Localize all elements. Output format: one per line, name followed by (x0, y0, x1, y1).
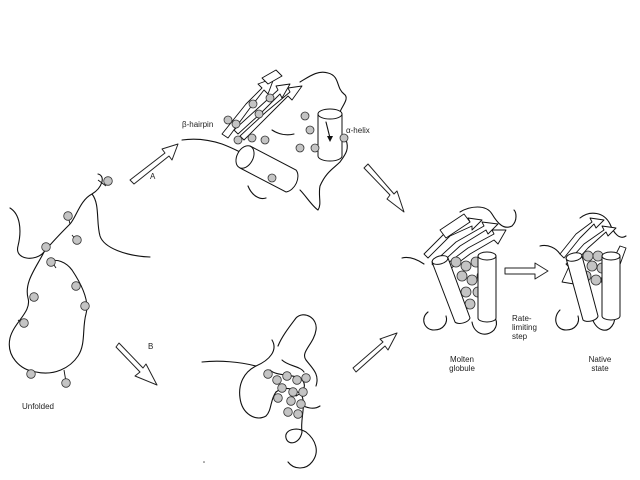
label-molten-globule: Molten globule (436, 355, 488, 373)
helix-cylinder-a (235, 145, 299, 193)
arrow-path-a (129, 143, 179, 185)
label-rate-line2: limiting (512, 323, 537, 332)
label-native-line2: state (591, 364, 609, 373)
arrow-path-b (115, 342, 158, 386)
label-molten-line1: Molten (449, 355, 474, 364)
unfolded-residues (17, 176, 113, 388)
label-rate-line3: step (512, 332, 528, 341)
label-beta-hairpin: β-hairpin (182, 120, 214, 129)
intermediate-collapsed-globule (201, 314, 321, 469)
native-helix-2 (601, 251, 621, 321)
label-path-b: B (148, 342, 154, 351)
arrow-rate-limiting (504, 262, 549, 280)
molten-helix-2 (477, 251, 497, 323)
label-path-a: A (150, 172, 156, 181)
label-molten-line2: globule (449, 364, 475, 373)
label-unfolded: Unfolded (21, 402, 55, 411)
intermediate-secondary-structures (181, 69, 349, 211)
helix-cylinder-b (317, 108, 343, 162)
label-native-line1: Native (588, 355, 612, 364)
label-rate-line1: Rate- (512, 314, 532, 323)
label-native-state: Native state (578, 355, 622, 373)
arrow-to-molten-top (363, 163, 405, 213)
molten-helix-1 (431, 255, 471, 324)
label-rate-limiting: Rate- limiting step (512, 314, 537, 341)
molten-globule-structure (401, 206, 517, 335)
unfolded-chain (8, 173, 151, 388)
native-helix-1 (565, 252, 599, 322)
intermediate-residues (223, 93, 349, 183)
label-alpha-helix: α-helix (346, 126, 370, 135)
native-state-structure (539, 212, 627, 331)
arrow-to-molten-bottom (352, 332, 398, 373)
collapsed-residues (263, 369, 311, 419)
speck (203, 461, 205, 463)
